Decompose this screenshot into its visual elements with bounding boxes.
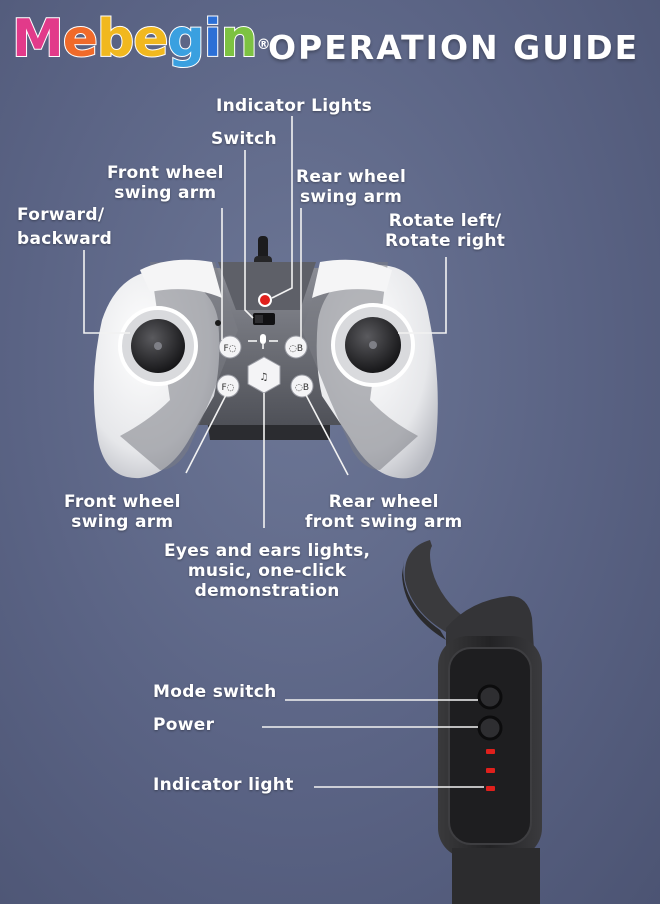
page-title: OPERATION GUIDE xyxy=(268,28,640,67)
label-line: demonstration xyxy=(194,581,340,601)
label-line: Front wheel xyxy=(107,163,224,183)
remote-leader-lines xyxy=(262,699,484,788)
brand-logo: Mebegin® xyxy=(11,6,271,72)
label-switch: Switch xyxy=(211,129,277,149)
label-rotate: Rotate left/ Rotate right xyxy=(385,211,505,251)
label-line: Forward/ xyxy=(17,205,105,225)
mode-switch-button xyxy=(477,684,503,710)
label-line: backward xyxy=(17,229,113,249)
indicator-led xyxy=(258,293,272,307)
label-line: front swing arm xyxy=(305,512,463,532)
svg-text:♫: ♫ xyxy=(260,372,269,383)
registered-mark: ® xyxy=(256,37,271,53)
svg-text:F◌: F◌ xyxy=(223,344,236,354)
label-line: Front wheel xyxy=(64,492,181,512)
brand-letter: g xyxy=(167,8,206,70)
brand-letter: M xyxy=(11,8,65,70)
brand-letter: b xyxy=(96,8,135,70)
rear-wheel-arm-icon: ◌B xyxy=(284,335,308,359)
label-line: Rotate right xyxy=(385,231,506,251)
label-eyes-ears-lights: Eyes and ears lights, music, one-click d… xyxy=(164,541,370,601)
microphone-icon xyxy=(248,334,278,349)
brand-letter: n xyxy=(220,8,259,70)
label-front-wheel-swing-arm-bottom: Front wheel swing arm xyxy=(64,492,181,532)
label-line: swing arm xyxy=(299,187,403,207)
label-rear-wheel-front-swing-arm: Rear wheel front swing arm xyxy=(305,492,463,532)
brand-letter: e xyxy=(62,8,99,70)
handheld-remote xyxy=(402,540,542,904)
label-indicator-lights: Indicator Lights xyxy=(216,96,373,116)
brand-letter: i xyxy=(203,8,223,70)
svg-text:F◌: F◌ xyxy=(221,383,234,393)
label-line: swing arm xyxy=(71,512,174,532)
label-forward-backward: Forward/ backward xyxy=(17,203,112,251)
led-3 xyxy=(486,786,495,791)
front-wheel-arm-down-icon: F◌ xyxy=(216,374,240,398)
leader-lines xyxy=(83,116,447,528)
label-line: music, one-click xyxy=(187,561,347,581)
power-button xyxy=(477,715,503,741)
rear-wheel-arm-down-icon: ◌B xyxy=(290,374,314,398)
front-wheel-arm-icon: F◌ xyxy=(218,335,242,359)
label-front-wheel-swing-arm-top: Front wheel swing arm xyxy=(107,163,224,203)
controller: F◌ ◌B F◌ ◌B ♫ xyxy=(93,236,438,479)
svg-text:◌B: ◌B xyxy=(289,344,303,354)
label-line: Rear wheel xyxy=(296,167,407,187)
label-line: Rear wheel xyxy=(328,492,439,512)
led-2 xyxy=(486,768,495,773)
label-mode-switch: Mode switch xyxy=(153,682,277,702)
label-line: swing arm xyxy=(114,183,217,203)
label-line: Eyes and ears lights, xyxy=(164,541,371,561)
brand-letter: e xyxy=(132,8,169,70)
led-1 xyxy=(486,749,495,754)
label-line: Rotate left/ xyxy=(388,211,502,231)
remote-face xyxy=(448,647,532,845)
svg-text:◌B: ◌B xyxy=(295,383,309,393)
label-indicator-light: Indicator light xyxy=(153,775,294,795)
label-rear-wheel-swing-arm-top: Rear wheel swing arm xyxy=(296,167,406,207)
label-power: Power xyxy=(153,715,215,735)
